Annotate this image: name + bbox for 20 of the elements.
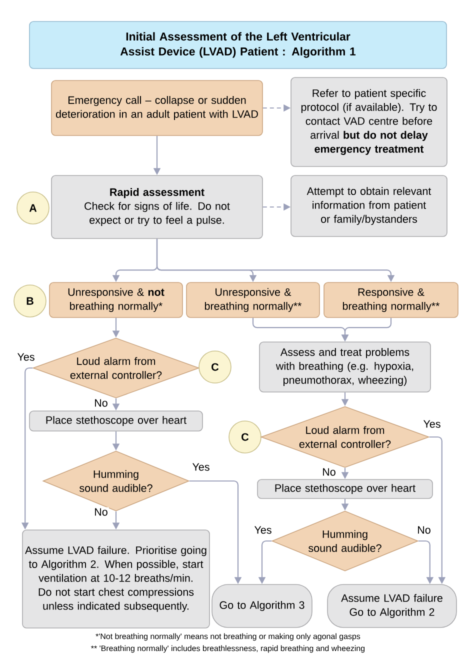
edge-label: No	[321, 467, 337, 477]
note-box: Refer to patient specific protocol (if available). Try to contact VAD centre before arrival but do not delay emergency treatment	[290, 77, 448, 167]
title-box: Initial Assessment of the Left Ventricular Assist Device (LVAD) Patient : Algorithm 1	[29, 21, 447, 69]
outcome-box: Assume LVAD failure. Prioritise going to Algorithm 2. When possible, start ventilation at 10-12 breaths/min. Do not start chest compressions unless indicated subsequently.	[22, 530, 210, 628]
process-box: Place stethoscope over heart	[29, 410, 203, 432]
edge-label: No	[93, 507, 109, 517]
process-box: Place stethoscope over heart	[257, 479, 433, 499]
process-box: Rapid assessment Check for signs of life. Do not expect or try to feel a pulse.	[51, 175, 263, 239]
note-box: Attempt to obtain relevant information from patient or family/bystanders	[290, 175, 448, 237]
condition-box: Unresponsive & not breathing normally*	[49, 282, 183, 318]
edge-label: Yes	[191, 462, 211, 472]
condition-box: Responsive & breathing normally**	[324, 282, 458, 318]
terminal-box: Assume LVAD failure Go to Algorithm 2	[327, 584, 457, 628]
edge-label: No	[416, 525, 432, 535]
process-box: Emergency call – collapse or sudden deterioration in an adult patient with LVAD	[51, 80, 263, 136]
terminal-box: Go to Algorithm 3	[212, 584, 312, 628]
edge-label: No	[93, 398, 109, 408]
edge-label: Yes	[253, 525, 273, 535]
process-box: Assess and treat problems with breathing (e.g. hypoxia, pneumothorax, wheezing)	[259, 342, 431, 392]
condition-box: Unresponsive & breathing normally**	[186, 282, 320, 318]
